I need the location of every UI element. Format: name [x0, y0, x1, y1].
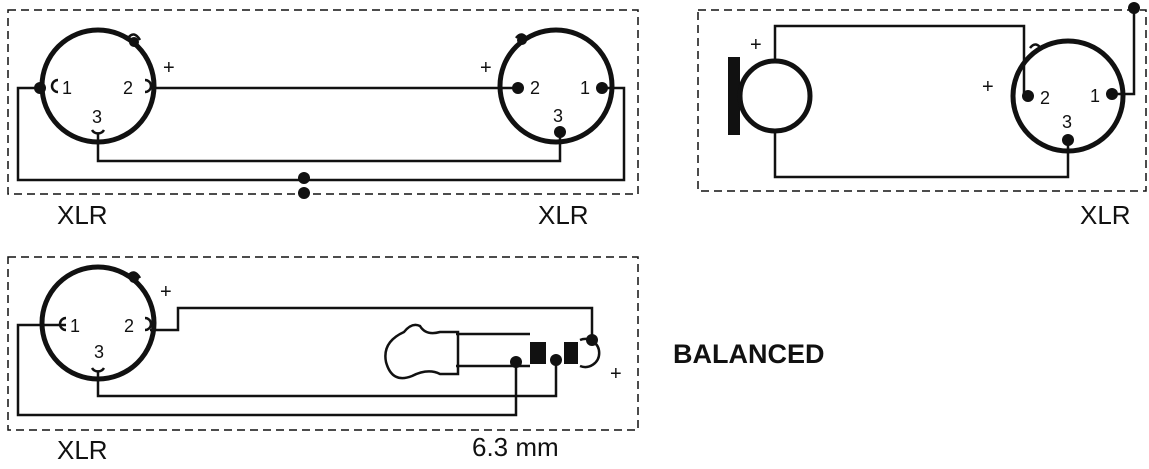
balanced-title: BALANCED: [673, 339, 825, 369]
pin-3-label: 3: [92, 107, 102, 127]
xlr-to-xlr-panel: 1 2 3 + 2 1 3 + XLR XLR: [7, 9, 639, 230]
jack-plug: [384, 323, 601, 380]
pin-2-label: 2: [123, 78, 133, 98]
xlr-label-bottom: XLR: [57, 435, 108, 465]
pin-3-label: 3: [553, 106, 563, 126]
xlr-label-mic: XLR: [1080, 200, 1131, 230]
pin-2-label: 2: [124, 316, 134, 336]
panel-border: [7, 9, 639, 195]
xlr-to-jack-panel: 1 2 3 + + XLR 6.3 mm: [7, 256, 639, 465]
pin-1-label: 1: [70, 316, 80, 336]
xlr-connector-mic: [1010, 38, 1126, 154]
jack-label: 6.3 mm: [472, 432, 559, 462]
pin-2-label: 2: [1040, 88, 1050, 108]
pin-2-label: 2: [530, 78, 540, 98]
polarity-plus: +: [163, 57, 175, 79]
wires: [16, 82, 626, 199]
wires: [773, 2, 1140, 179]
panel-border: [697, 9, 1147, 192]
wires: [16, 306, 598, 417]
polarity-plus: +: [750, 34, 762, 56]
polarity-plus: +: [480, 57, 492, 79]
pin-3-label: 3: [1062, 112, 1072, 132]
pin-1-label: 1: [1090, 86, 1100, 106]
polarity-plus: +: [982, 76, 994, 98]
panel-border: [7, 256, 639, 431]
pin-1-label: 1: [580, 78, 590, 98]
pin-1-label: 1: [62, 78, 72, 98]
polarity-plus: +: [610, 363, 622, 385]
xlr-label-left: XLR: [57, 200, 108, 230]
xlr-connector-bottom: [39, 264, 157, 382]
microphone-to-xlr-panel: + 2 1 3 + XLR: [697, 2, 1147, 230]
polarity-plus: +: [160, 281, 172, 303]
pin-3-label: 3: [94, 342, 104, 362]
xlr-label-right: XLR: [538, 200, 589, 230]
microphone-capsule: [728, 57, 813, 135]
